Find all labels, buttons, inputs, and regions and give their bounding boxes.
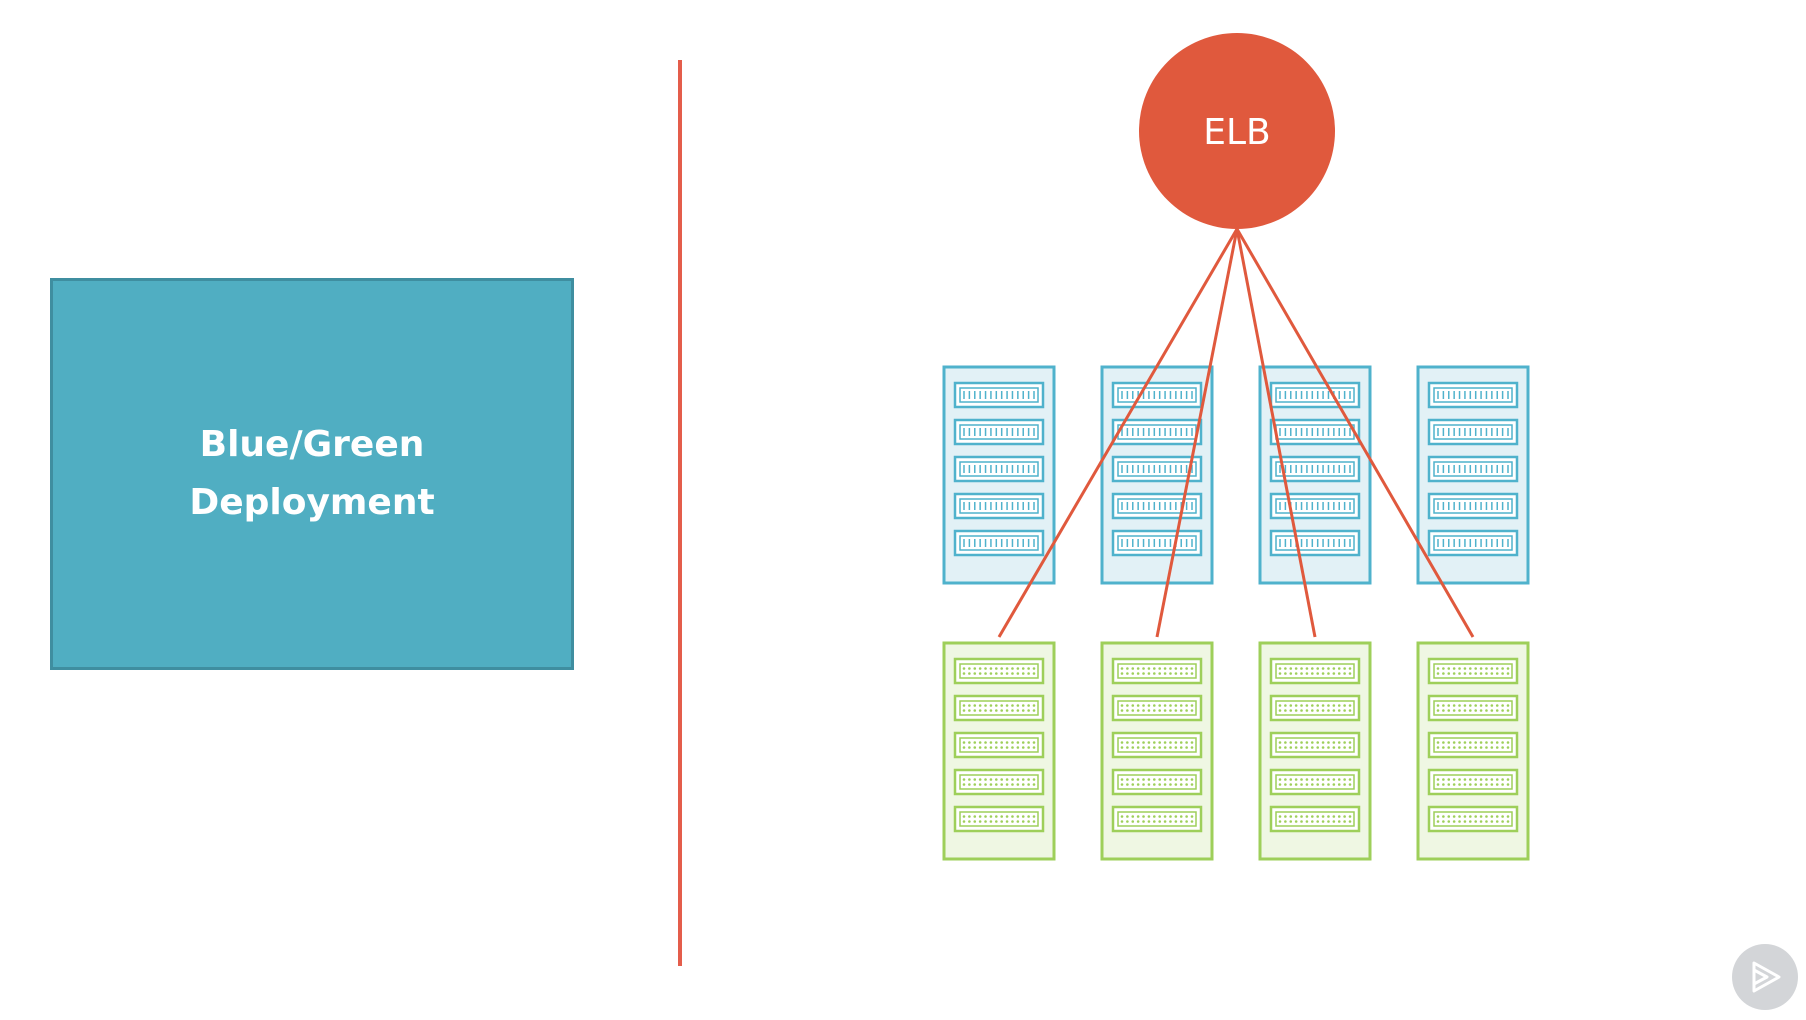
- blue-server-4: [1416, 365, 1530, 585]
- elb-connections: [997, 228, 1475, 638]
- elb-connection-3: [1235, 228, 1317, 638]
- slide-title-line-1: Blue/Green: [199, 424, 425, 465]
- slide-title: Blue/Green Deployment: [53, 416, 571, 532]
- title-box: Blue/Green Deployment: [50, 278, 574, 670]
- elb-label: ELB: [1203, 112, 1271, 153]
- blue-server-group: [942, 365, 1530, 585]
- elb-node: ELB: [1139, 33, 1335, 229]
- green-server-2: [1100, 641, 1214, 861]
- elb-connection-1: [997, 228, 1239, 638]
- green-server-3: [1258, 641, 1372, 861]
- green-server-4: [1416, 641, 1530, 861]
- blue-server-2: [1100, 365, 1214, 585]
- elb-connection-4: [1235, 228, 1475, 638]
- slide-title-line-2: Deployment: [189, 482, 435, 523]
- player-logo-button[interactable]: [1732, 944, 1798, 1010]
- green-server-group: [942, 641, 1530, 861]
- play-logo-icon: [1752, 961, 1781, 993]
- elb-circle: [1139, 33, 1335, 229]
- blue-server-1: [942, 365, 1056, 585]
- elb-connection-2: [1155, 228, 1239, 638]
- blue-server-3: [1258, 365, 1372, 585]
- vertical-divider: [678, 60, 682, 966]
- green-server-1: [942, 641, 1056, 861]
